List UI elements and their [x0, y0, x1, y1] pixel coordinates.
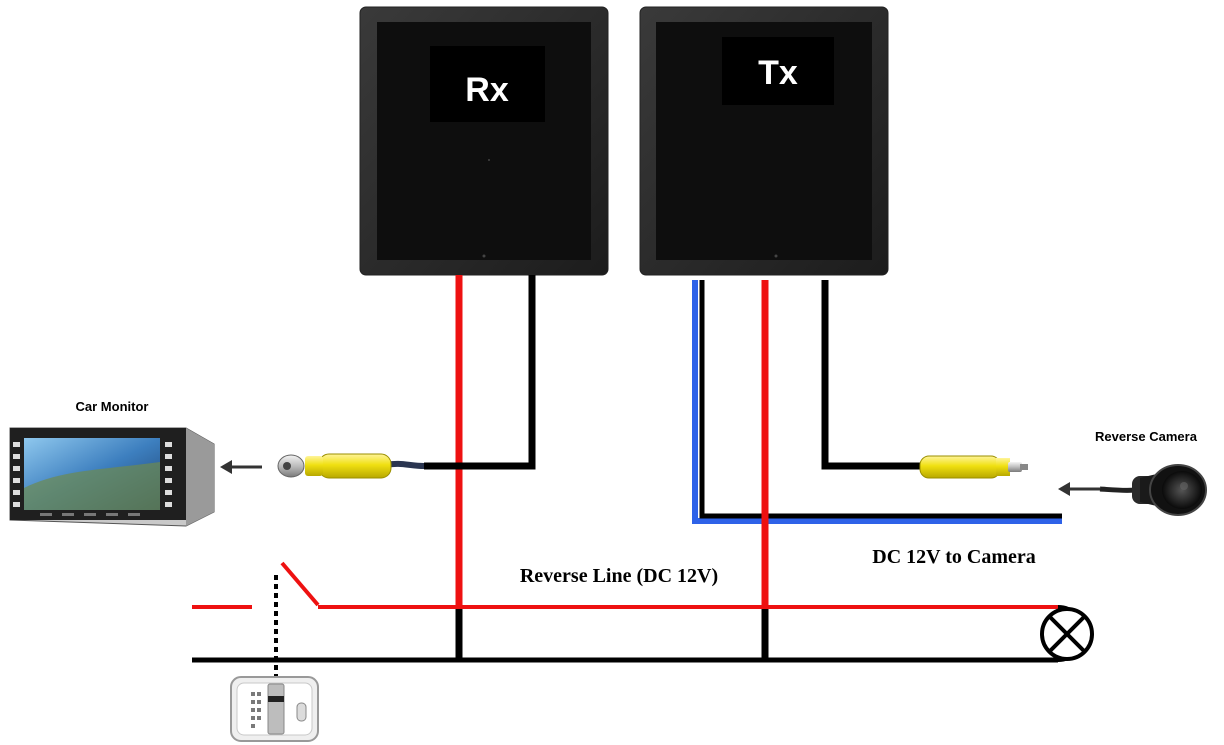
- reverse-line-label: Reverse Line (DC 12V): [520, 565, 718, 587]
- rx-video-wire: [424, 275, 536, 470]
- wires: [192, 275, 1087, 692]
- rca-connector-tx: [919, 455, 1028, 479]
- reverse-lamp-icon: [1040, 607, 1094, 661]
- transmitter-box: Tx: [639, 6, 889, 276]
- arrow-to-monitor-icon: [220, 460, 262, 474]
- reverse-camera-label: Reverse Camera: [1095, 429, 1198, 444]
- receiver-box: Rx: [359, 6, 609, 276]
- tx-camera-power-black: [699, 280, 1062, 519]
- tx-camera-power-blue: [692, 280, 1062, 524]
- tx-video-wire: [821, 280, 925, 470]
- receiver-label: Rx: [465, 71, 509, 109]
- car-monitor-image: [9, 427, 215, 527]
- arrow-from-camera-icon: [1058, 482, 1100, 496]
- gear-shifter-icon: [230, 676, 319, 742]
- rca-connector-rx: [277, 453, 425, 479]
- reverse-switch: [280, 561, 320, 607]
- receiver-label-plate: [430, 46, 545, 122]
- reverse-camera-image: [1099, 464, 1207, 516]
- camera-power-label: DC 12V to Camera: [872, 546, 1036, 568]
- car-monitor-label: Car Monitor: [76, 399, 149, 414]
- transmitter-label: Tx: [758, 54, 798, 92]
- transmitter-label-plate: [722, 37, 834, 105]
